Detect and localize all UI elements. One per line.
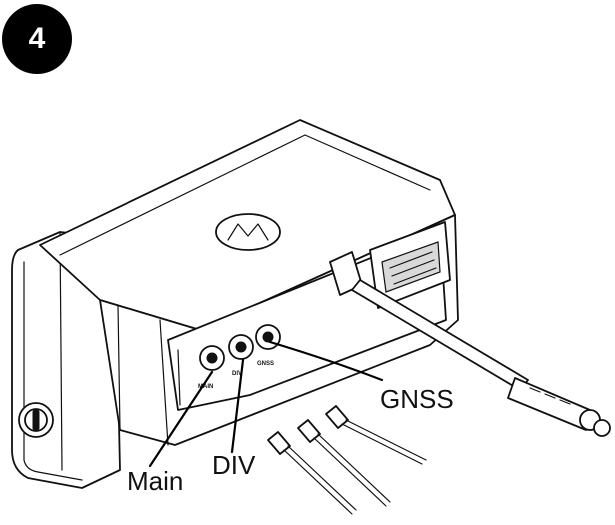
port-label-main: MAIN: [198, 384, 213, 390]
callout-main: Main: [127, 466, 184, 496]
key-lock-icon: [18, 402, 54, 438]
motorola-logo-icon: [215, 213, 281, 251]
leader-line-main: [148, 370, 214, 468]
antenna-cable-2: [297, 419, 391, 507]
antenna-cable-3: [325, 405, 427, 465]
callout-gnss: GNSS: [380, 384, 454, 414]
multi-pin-connector-icon: [369, 221, 451, 309]
antenna-port-main: MAIN: [198, 345, 225, 390]
antenna-cable-1: [267, 431, 357, 515]
antenna-port-div: DIV: [228, 334, 254, 377]
port-label-div: DIV: [232, 371, 242, 377]
step-number-badge: 4: [2, 4, 72, 74]
leader-line-gnss: [268, 340, 384, 382]
power-cable: [329, 251, 611, 437]
callout-div: DIV: [212, 450, 256, 480]
step-number: 4: [28, 22, 46, 55]
port-label-gnss: GNSS: [257, 361, 274, 367]
leader-line-div: [230, 358, 245, 454]
